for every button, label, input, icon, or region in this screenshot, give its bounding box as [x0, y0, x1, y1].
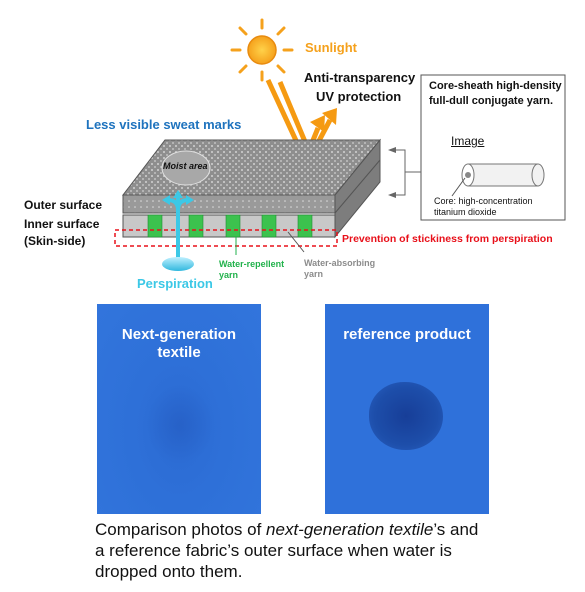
sunlight-label: Sunlight — [305, 40, 357, 55]
skin-side-label: (Skin-side) — [24, 234, 86, 248]
outer-surface-label: Outer surface — [24, 198, 103, 212]
water-repellent-label-2: yarn — [219, 270, 239, 280]
flow-arrowhead-right — [186, 195, 194, 205]
yarn-cylinder-illustration — [451, 163, 545, 197]
uv-protection-label: UV protection — [316, 89, 402, 104]
right-photo-title: reference product — [343, 326, 471, 343]
absorbing-pointer — [287, 231, 305, 253]
ray-arrowhead-1 — [310, 115, 325, 132]
callout-title-line-2: full-dull conjugate yarn. — [429, 95, 554, 107]
less-visible-label: Less visible sweat marks — [86, 117, 242, 132]
caption-line-2: a reference fabric’s outer surface when … — [95, 541, 452, 560]
water-repellent-yarns — [147, 214, 313, 238]
next-generation-textile-photo: Next-generation textile — [97, 304, 261, 514]
flow-arrowhead-up — [173, 190, 183, 198]
faint-water-mark — [145, 384, 215, 464]
image-label: Image — [451, 134, 485, 148]
fabric-side-face — [334, 138, 381, 239]
core-label-line-2: titanium dioxide — [434, 207, 497, 217]
inner-surface-label: Inner surface — [24, 217, 100, 231]
dark-water-mark — [369, 382, 443, 450]
reference-product-photo: reference product — [325, 304, 489, 514]
left-photo-title-line-1: Next-generation — [121, 326, 237, 343]
callout-title-line-1: Core-sheath high-density — [429, 80, 562, 92]
textile-diagram — [114, 18, 566, 271]
ray-arrowhead-2 — [322, 108, 337, 125]
left-photo-title: Next-generation textile — [97, 326, 261, 362]
prevention-label: Prevention of stickiness from perspirati… — [342, 233, 553, 245]
sun-icon — [230, 18, 294, 82]
flow-arrowhead-left — [162, 195, 170, 205]
caption-line-1-post: ’s and — [433, 520, 479, 539]
perspiration-label: Perspiration — [137, 276, 213, 291]
caption-line-1-emphasis: next-generation textile — [266, 520, 434, 539]
caption: Comparison photos of next-generation tex… — [95, 519, 555, 582]
callout-box — [420, 74, 566, 221]
water-absorbing-label-2: yarn — [304, 269, 324, 279]
callout-connector — [395, 149, 406, 196]
fabric-outer-layer — [122, 194, 336, 214]
moist-area — [161, 150, 211, 186]
core-label-line-1: Core: high-concentration — [434, 196, 533, 206]
left-photo-title-line-2: textile — [157, 344, 201, 361]
water-absorbing-label: Water-absorbing — [304, 258, 376, 268]
sweat-drop-icon — [162, 257, 194, 271]
caption-line-1-pre: Comparison photos of — [95, 520, 267, 539]
anti-transparency-label: Anti-transparency — [304, 70, 416, 85]
water-repellent-label: Water-repellent — [219, 259, 285, 269]
moist-area-label: Moist area — [163, 161, 208, 171]
caption-line-3: dropped onto them. — [95, 562, 243, 581]
